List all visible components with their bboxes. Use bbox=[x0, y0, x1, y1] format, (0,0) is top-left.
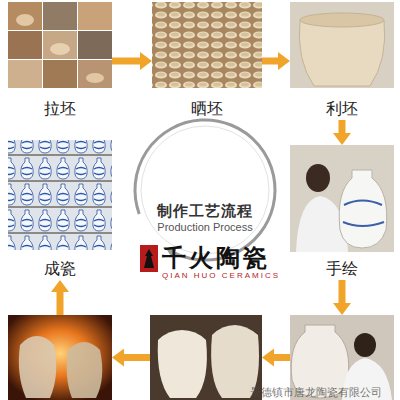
watermark: 景德镇市唐龙陶瓷有限公司 bbox=[250, 386, 382, 399]
flow-arrow bbox=[339, 120, 346, 133]
throwing-photo bbox=[78, 60, 112, 88]
process-step: 利坯 bbox=[290, 2, 394, 120]
kiln-pot bbox=[67, 342, 103, 398]
diagram-heading: 制作工艺流程 bbox=[157, 202, 253, 220]
flow-arrow bbox=[57, 292, 64, 315]
throwing-photo bbox=[78, 31, 112, 59]
step-label: 利坯 bbox=[326, 100, 358, 118]
throwing-photo bbox=[8, 2, 42, 30]
flow-arrow bbox=[112, 58, 140, 65]
inner-ring bbox=[141, 126, 269, 254]
painting-photo bbox=[290, 145, 394, 252]
photo-frame bbox=[8, 2, 112, 88]
step-label: 成瓷 bbox=[44, 260, 76, 278]
flow-arrow bbox=[274, 354, 290, 361]
diagram-subheading: Production Process bbox=[157, 220, 252, 234]
logo-flame bbox=[144, 249, 154, 268]
process-step: 手绘 bbox=[290, 145, 394, 280]
throwing-photo bbox=[43, 60, 77, 88]
finished-porcelain-photo bbox=[8, 140, 112, 250]
flow-arrow bbox=[124, 354, 150, 361]
process-step: 晒坯 bbox=[152, 2, 262, 120]
logo-icon bbox=[140, 245, 158, 272]
vase bbox=[339, 170, 387, 248]
throwing-photo bbox=[8, 60, 42, 88]
cycle-arc bbox=[135, 120, 275, 260]
throwing-photo bbox=[43, 2, 77, 30]
large-pot bbox=[299, 20, 384, 86]
worker-head bbox=[354, 333, 376, 357]
brand-name: 千火陶瓷 bbox=[162, 245, 270, 271]
process-step bbox=[150, 315, 262, 400]
brand-name-english: QIAN HUO CERAMICS bbox=[162, 271, 280, 281]
process-step: 成瓷 bbox=[8, 140, 112, 280]
throwing-photo bbox=[43, 31, 77, 59]
painter-head bbox=[306, 164, 330, 192]
kiln-photo bbox=[8, 315, 112, 400]
throwing-photo bbox=[8, 31, 42, 59]
process-step bbox=[8, 315, 112, 400]
glazed-pots-photo bbox=[150, 315, 262, 400]
pot-rim bbox=[300, 13, 384, 27]
clay bbox=[50, 43, 70, 55]
drying-photo bbox=[152, 2, 262, 88]
kiln-pot bbox=[19, 336, 56, 398]
step-label: 手绘 bbox=[326, 260, 358, 278]
trimming-photo bbox=[290, 2, 394, 88]
process-step: 拉坯 bbox=[8, 2, 112, 120]
clay bbox=[16, 14, 34, 26]
vase-pattern bbox=[343, 201, 384, 227]
flow-arrow bbox=[262, 58, 278, 65]
clay bbox=[86, 73, 104, 83]
step-label: 晒坯 bbox=[191, 100, 223, 118]
throwing-photo bbox=[78, 2, 112, 30]
glazed-pot bbox=[158, 330, 207, 398]
flow-arrow bbox=[339, 280, 346, 303]
step-label: 拉坯 bbox=[44, 100, 76, 118]
